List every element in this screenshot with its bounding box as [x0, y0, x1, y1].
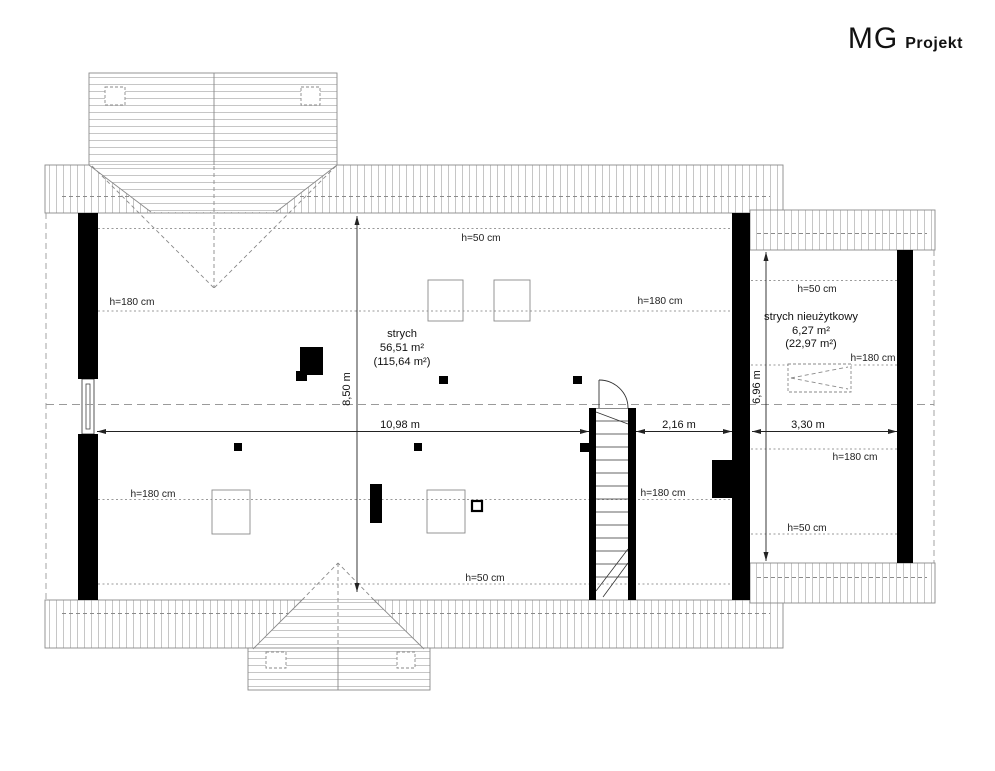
attic-room-area: 56,51 m²	[380, 342, 424, 354]
bottom-valley-left	[301, 562, 339, 601]
h180-label-bottom-left: h=180 cm	[130, 489, 175, 500]
vent-duct	[470, 499, 484, 513]
top-dormer-edge-right	[275, 164, 338, 213]
dim-side-depth: 6,96 m	[751, 370, 763, 404]
staircase	[589, 379, 636, 600]
top-dormer-vent-left	[104, 86, 126, 106]
labels: h=50 cm h=180 cm h=180 cm h=180 cm h=180…	[109, 233, 895, 584]
chimney-left	[300, 347, 323, 375]
roof-window	[427, 279, 464, 322]
top-dormer-roof	[88, 72, 338, 166]
side-h180-label-bottom: h=180 cm	[832, 452, 877, 463]
stair-break-line	[602, 562, 629, 598]
valley-line-right	[213, 165, 337, 289]
attic-room-area-gross: (115,64 m²)	[374, 356, 431, 368]
dim-main-width: 10,98 m	[380, 419, 420, 431]
outlet-line-down	[790, 377, 849, 390]
bottom-dormer-edge-right	[373, 599, 425, 650]
attic-room-name: strych	[387, 328, 417, 340]
h180-label-bottom-right: h=180 cm	[640, 488, 685, 499]
left-wall-lower	[78, 434, 98, 600]
valley-line-left	[91, 165, 215, 289]
stair-wall-left	[589, 408, 596, 600]
dim-main-depth: 8,50 m	[341, 372, 353, 406]
stair-break-line	[595, 548, 629, 592]
dim-stair-bay-width: 2,16 m	[662, 419, 696, 431]
bottom-dormer-vent-left	[265, 651, 287, 669]
side-top-eaves-band	[749, 209, 936, 251]
stair-winder	[595, 411, 629, 425]
window-frame	[81, 378, 95, 435]
top-dormer-vent-right	[300, 86, 321, 106]
chimney-at-wall	[712, 460, 733, 498]
mgprojekt-logo: MG Projekt	[848, 22, 963, 56]
left-wall-window	[81, 378, 95, 435]
door-swing-arc	[598, 379, 629, 409]
outlet-line-up	[790, 366, 849, 379]
logo-projekt-text: Projekt	[905, 35, 963, 52]
post	[414, 443, 422, 451]
roof-windows	[211, 279, 531, 535]
chimney-lower	[370, 484, 382, 523]
bottom-dormer-edge-left	[252, 599, 303, 650]
h180-label-top-left: h=180 cm	[109, 297, 154, 308]
dividing-wall	[732, 213, 750, 600]
dimension-lines	[97, 216, 897, 592]
h50-label-bottom: h=50 cm	[465, 573, 504, 584]
walls	[78, 213, 913, 600]
bottom-dormer	[247, 562, 431, 691]
chimney-left-foot	[296, 371, 307, 381]
h50-label-top: h=50 cm	[461, 233, 500, 244]
left-wall-upper	[78, 213, 98, 379]
roof-window	[493, 279, 531, 322]
bottom-valley-right	[337, 562, 375, 601]
top-dormer-throat	[89, 165, 337, 212]
stair-wall-right	[628, 408, 636, 600]
roof-window	[211, 489, 251, 535]
side-h50-label-top: h=50 cm	[797, 284, 836, 295]
side-roof-outlet-symbol	[787, 363, 852, 393]
window-glass	[85, 383, 91, 430]
side-bottom-eaves-band	[749, 562, 936, 604]
side-room-area-gross: (22,97 m²)	[785, 338, 837, 350]
stair-treads	[596, 420, 628, 578]
post	[573, 376, 582, 384]
side-right-wall	[897, 250, 913, 563]
top-dormer	[88, 72, 338, 289]
h180-label-top-right: h=180 cm	[637, 296, 682, 307]
post	[580, 443, 589, 452]
side-h180-label-top: h=180 cm	[850, 353, 895, 364]
roof-window	[426, 489, 466, 534]
post	[234, 443, 242, 451]
dim-side-width: 3,30 m	[791, 419, 825, 431]
logo-mg-text: MG	[847, 22, 899, 55]
side-room-name: strych nieużytkowy	[764, 311, 858, 323]
side-h50-label-bottom: h=50 cm	[787, 523, 826, 534]
height-contours	[46, 228, 934, 585]
side-room-area: 6,27 m²	[792, 325, 830, 337]
bottom-dormer-vent-right	[396, 651, 416, 669]
bottom-dormer-throat	[253, 600, 424, 649]
post	[439, 376, 448, 384]
